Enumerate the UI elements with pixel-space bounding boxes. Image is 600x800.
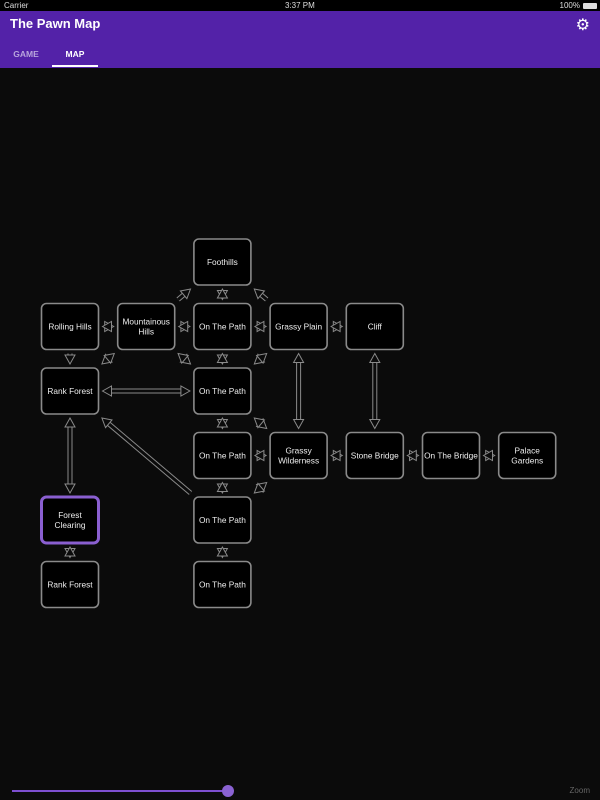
battery-icon <box>583 3 597 9</box>
map-connection-mountainous_hills-path_1 <box>177 320 191 333</box>
map-location-label: Stone Bridge <box>351 451 399 461</box>
map-connection-stone_bridge-on_the_bridge <box>406 449 420 462</box>
map-location-rank_forest_1[interactable]: Rank Forest <box>40 367 100 415</box>
map-location-label: On The Path <box>199 451 246 461</box>
map-connection-path_1-path_2 <box>216 352 229 366</box>
map-location-label: Grassy <box>285 446 312 456</box>
map-location-label: On The Path <box>199 322 246 332</box>
zoom-slider-fill <box>12 790 228 792</box>
map-location-foothills[interactable]: Foothills <box>193 238 252 286</box>
map-location-rank_forest_2[interactable]: Rank Forest <box>40 560 100 609</box>
tab-game[interactable]: GAME <box>13 49 39 59</box>
tab-map[interactable]: MAP <box>52 49 98 67</box>
map-connection-mountainous_hills-path_2 <box>177 352 192 365</box>
map-connection-path_4-rank_forest_1 <box>101 417 193 495</box>
map-location-on_the_bridge[interactable]: On The Bridge <box>421 431 481 480</box>
map-location-label: Gardens <box>511 456 543 466</box>
map-location-label: Forest <box>58 510 82 520</box>
map-location-label: Clearing <box>55 520 86 530</box>
map-location-label: Palace <box>515 446 541 456</box>
map-connection-on_the_bridge-palace_gardens <box>482 449 496 462</box>
map-connection-rolling_hills-rank_forest_1 <box>64 353 76 366</box>
battery-level: 100% <box>559 1 580 10</box>
map-location-path_3[interactable]: On The Path <box>193 431 252 480</box>
map-connection-grassy_plain-grassy_wilderness <box>292 352 305 430</box>
map-connection-cliff-stone_bridge <box>368 352 381 430</box>
map-connection-grassy_plain-path_2 <box>253 352 268 365</box>
map-connection-rank_forest_1-forest_clearing <box>64 416 76 495</box>
map-location-path_4[interactable]: On The Path <box>193 496 252 544</box>
gear-icon[interactable]: ⚙ <box>575 17 590 34</box>
map-connection-rank_forest_1-path_2 <box>101 385 191 397</box>
status-bar: Carrier 3:37 PM 100% <box>0 0 600 11</box>
carrier: Carrier <box>4 1 29 10</box>
map-location-label: On The Path <box>199 515 246 525</box>
app-bar: The Pawn Map ⚙ GAME MAP <box>0 11 600 68</box>
map-location-label: On The Path <box>199 386 246 396</box>
map-connection-path_4-path_5 <box>216 545 229 559</box>
map-location-label: Rank Forest <box>47 580 93 590</box>
map-connection-mountainous_hills-foothills <box>176 288 192 302</box>
map-connection-grassy_plain-cliff <box>330 320 344 333</box>
map-location-rolling_hills[interactable]: Rolling Hills <box>40 302 100 351</box>
map-connection-grassy_plain-foothills <box>253 288 269 302</box>
map-location-label: Cliff <box>368 322 383 332</box>
map-location-path_2[interactable]: On The Path <box>193 367 252 415</box>
map-location-label: Foothills <box>207 257 238 267</box>
map-connection-path_2-path_3 <box>216 416 229 430</box>
map-connection-rolling_hills-mountainous_hills <box>101 320 115 333</box>
map-location-label: Rank Forest <box>47 386 93 396</box>
map-location-path_5[interactable]: On The Path <box>193 560 252 609</box>
map-connection-path_3-grassy_wilderness <box>253 449 268 462</box>
map-location-stone_bridge[interactable]: Stone Bridge <box>345 431 405 480</box>
map-location-label: On The Path <box>199 580 246 590</box>
map-location-label: Grassy Plain <box>275 322 322 332</box>
map-connection-path_4-grassy_wilderness <box>253 481 268 494</box>
map-connection-path_3-path_4 <box>216 481 229 495</box>
app-title: The Pawn Map <box>10 16 101 31</box>
map-connection-path_1-grassy_plain <box>253 320 268 333</box>
clock: 3:37 PM <box>285 1 315 10</box>
map-location-label: Mountainous <box>122 317 170 327</box>
map-connection-foothills-path_1 <box>216 287 229 301</box>
zoom-label: Zoom <box>569 786 590 795</box>
map-location-label: Wilderness <box>278 456 319 466</box>
map-connection-forest_clearing-rank_forest_2 <box>64 545 76 559</box>
zoom-slider-thumb[interactable] <box>222 785 234 797</box>
zoom-slider[interactable] <box>12 785 552 797</box>
map-connection-grassy_wilderness-stone_bridge <box>330 449 344 462</box>
map-location-cliff[interactable]: Cliff <box>345 302 405 351</box>
map-location-label: Rolling Hills <box>48 322 91 332</box>
map-location-label: Hills <box>138 327 154 337</box>
map-connection-mountainous_hills-rank_forest_1 <box>101 352 116 365</box>
map-connection-path_2-grassy_wilderness <box>253 417 268 430</box>
map-location-path_1[interactable]: On The Path <box>193 302 252 351</box>
map-location-label: On The Bridge <box>424 451 478 461</box>
map-location-grassy_plain[interactable]: Grassy Plain <box>269 302 328 351</box>
